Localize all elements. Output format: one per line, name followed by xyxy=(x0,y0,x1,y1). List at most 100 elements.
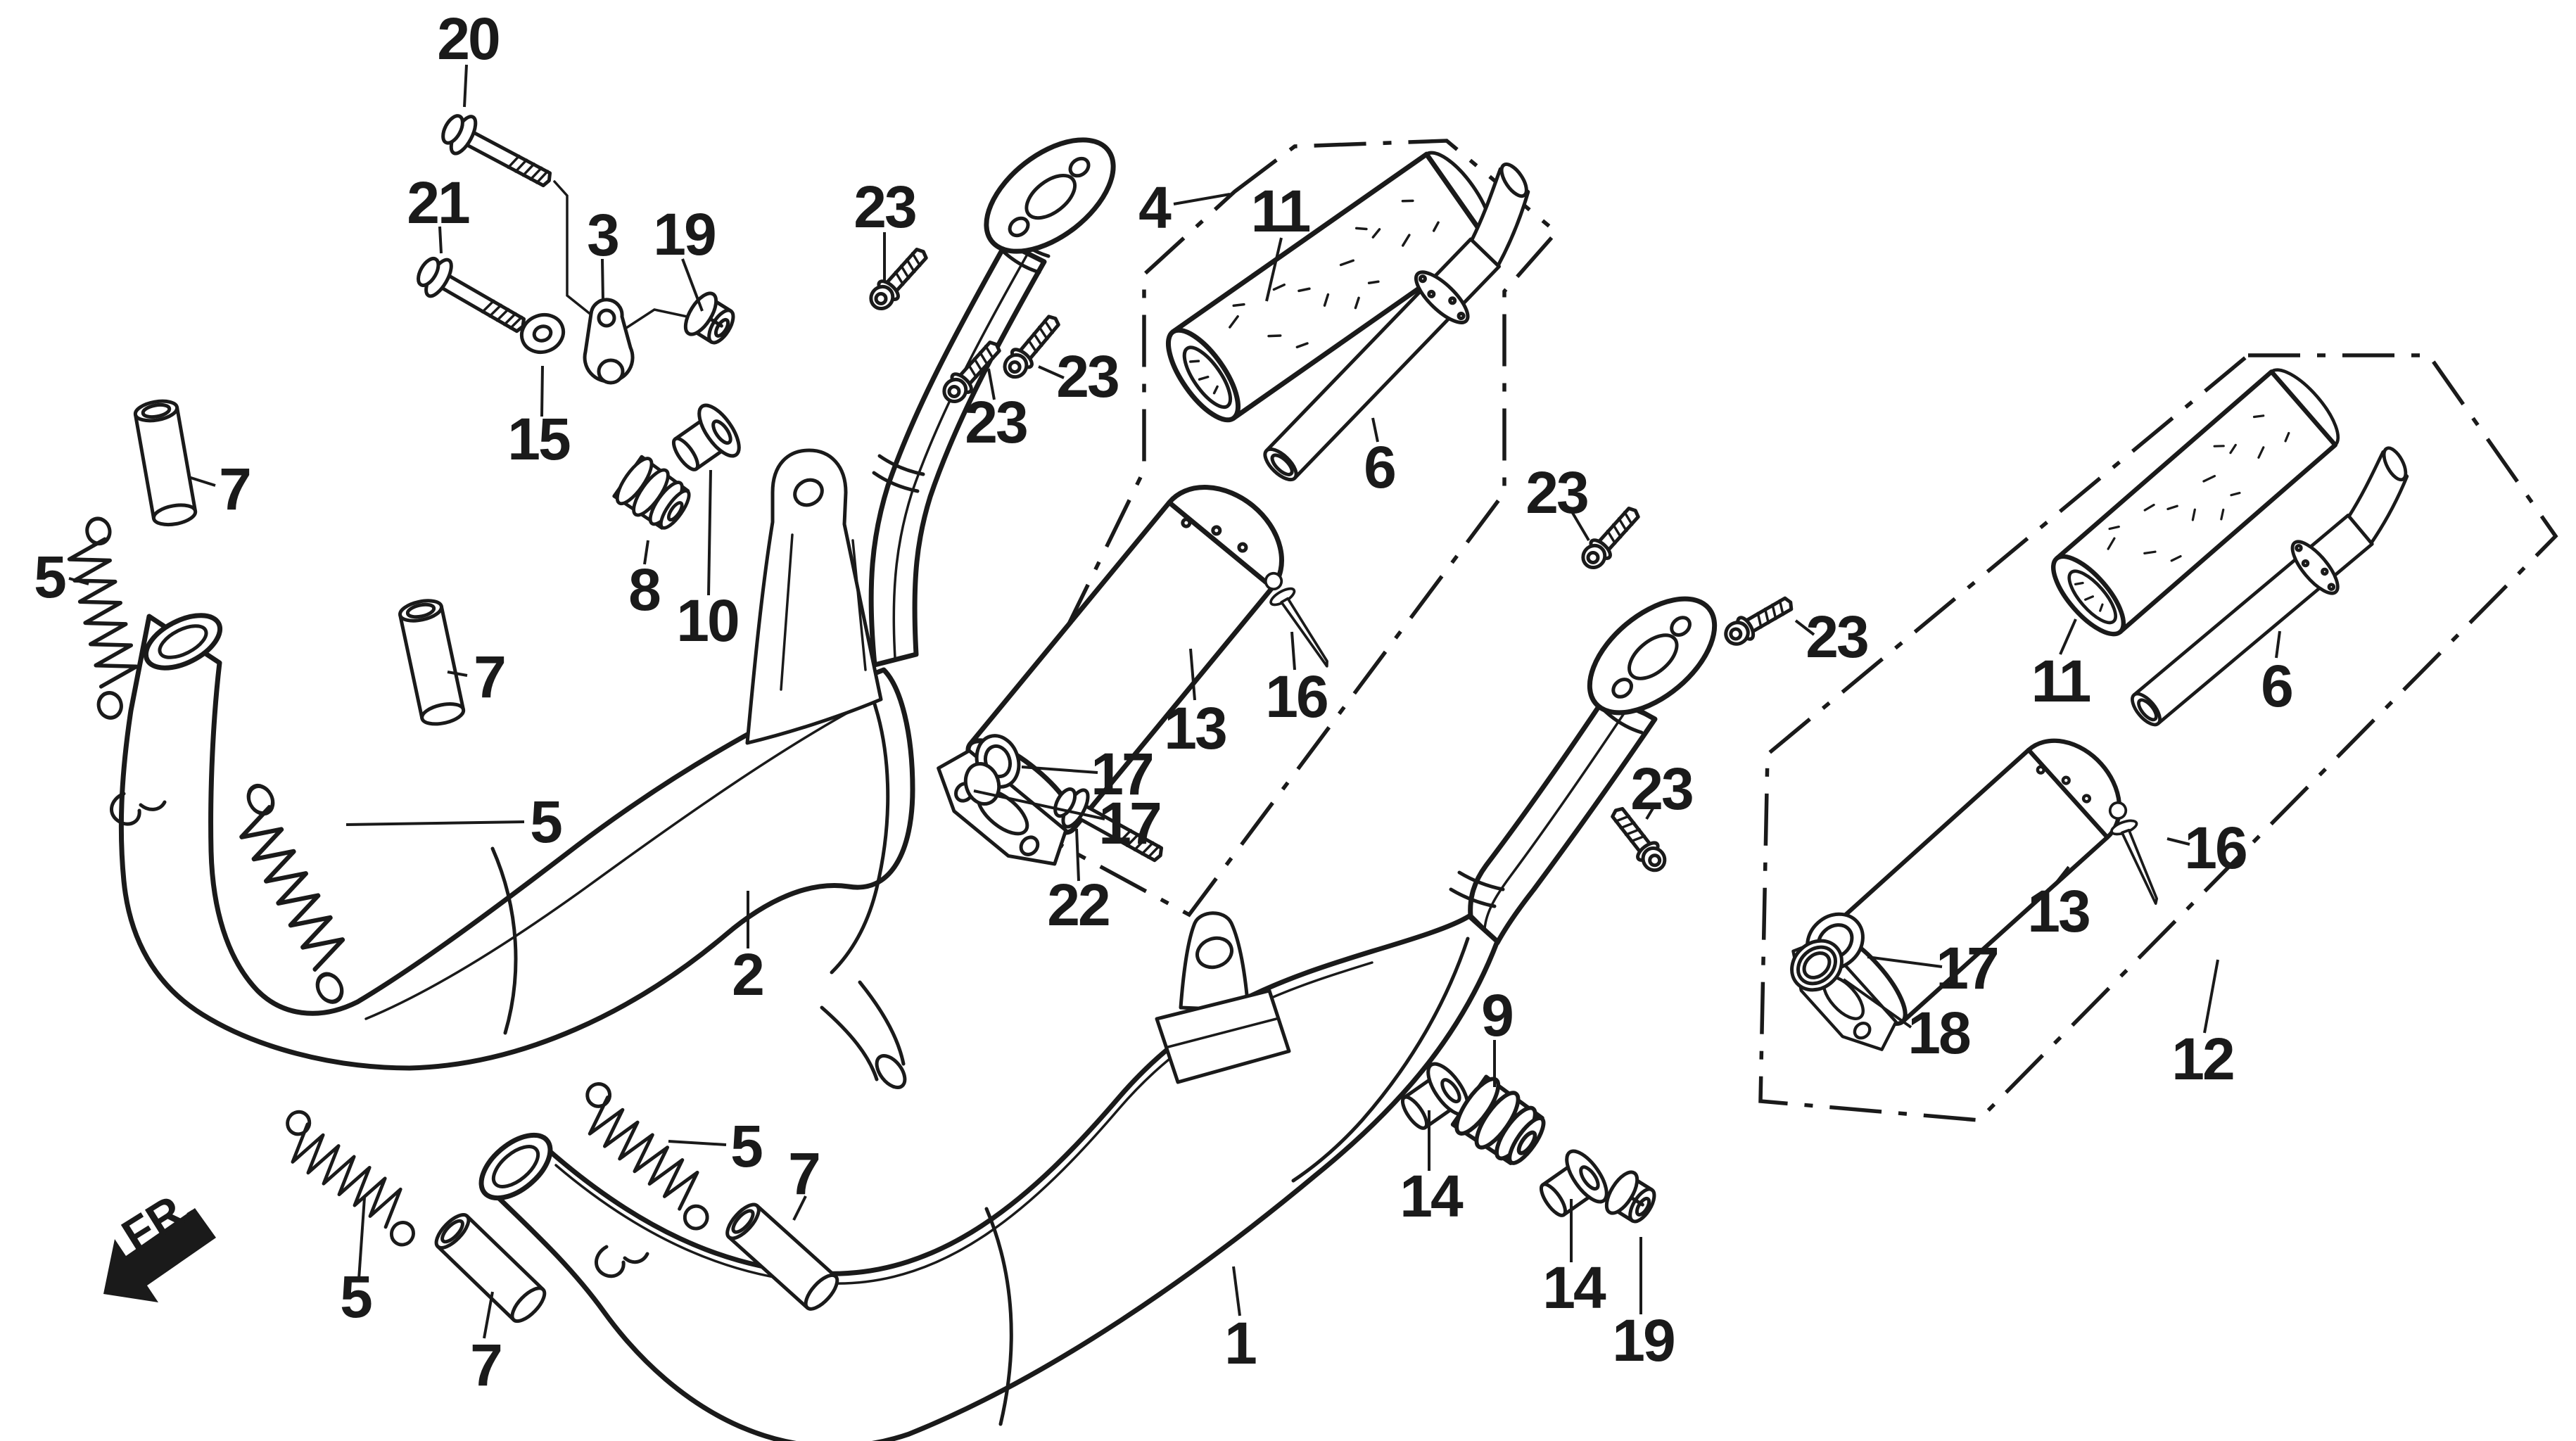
callout-leader-6-16 xyxy=(1371,417,1379,443)
joint-spring xyxy=(265,1107,436,1249)
callout-23-socket-bolt[interactable]: 23 xyxy=(1806,604,1870,670)
callout-15-washer[interactable]: 15 xyxy=(507,406,572,472)
callout-1-rear-muffler[interactable]: 1 xyxy=(1224,1310,1258,1376)
callout-3-joint-plate[interactable]: 3 xyxy=(587,202,620,268)
callout-6-tail-pipe[interactable]: 6 xyxy=(1364,434,1397,500)
callout-leader-23-41 xyxy=(1645,804,1656,820)
socket-bolt-23 xyxy=(1721,592,1796,649)
callout-leader-5-8 xyxy=(68,577,89,585)
front-exhaust-flange xyxy=(967,118,1134,274)
callout-5-joint-spring[interactable]: 5 xyxy=(530,789,564,855)
callout-11-glass-wool[interactable]: 11 xyxy=(1251,178,1312,244)
callout-17-gasket[interactable]: 17 xyxy=(1098,790,1162,856)
callout-leader-5-39 xyxy=(357,1197,366,1280)
mount-collar-10 xyxy=(663,399,747,482)
callout-14-mount-collar[interactable]: 14 xyxy=(1542,1255,1609,1321)
callout-5-joint-spring[interactable]: 5 xyxy=(340,1264,374,1330)
callout-7-joint-collar[interactable]: 7 xyxy=(470,1332,503,1398)
callout-4-silencer-group-front[interactable]: 4 xyxy=(1138,174,1174,241)
joint-plate-3 xyxy=(583,298,635,385)
callout-leader-17-34 xyxy=(1867,956,1943,968)
callout-13-silencer-sleeve[interactable]: 13 xyxy=(1164,695,1228,761)
assembly-line xyxy=(553,180,597,319)
callout-leader-3-2 xyxy=(601,258,604,302)
callout-leader-7-40 xyxy=(483,1291,494,1339)
rear-bracket-saddle xyxy=(1155,989,1291,1084)
callout-2-front-muffler[interactable]: 2 xyxy=(732,941,765,1008)
callout-9-rubber-mount[interactable]: 9 xyxy=(1481,982,1514,1048)
callout-leader-23-14 xyxy=(1038,365,1065,379)
rubber-mount-9 xyxy=(1449,1073,1552,1172)
callout-23-socket-bolt[interactable]: 23 xyxy=(1630,756,1694,822)
callout-10-mount-collar[interactable]: 10 xyxy=(676,588,740,654)
rear-muffler-assembly xyxy=(478,577,1735,1441)
rubber-mount-8 xyxy=(611,454,697,535)
front-header-pipe xyxy=(868,240,1047,668)
callout-leader-13-18 xyxy=(1189,648,1196,701)
callout-leader-15-4 xyxy=(540,365,544,417)
callout-leader-10-6 xyxy=(707,469,712,596)
callout-17-gasket[interactable]: 17 xyxy=(1936,935,2000,1001)
callout-leader-16-32 xyxy=(2166,837,2190,846)
callout-leader-17-20 xyxy=(1021,766,1098,774)
front-hanger-bracket xyxy=(745,448,883,745)
mount-bolt-21 xyxy=(412,250,533,344)
callout-7-joint-collar[interactable]: 7 xyxy=(474,644,507,710)
spring-hook-icon xyxy=(595,1245,649,1278)
callout-18-gasket[interactable]: 18 xyxy=(1908,1000,1972,1066)
callout-leader-17-21 xyxy=(973,789,1105,820)
callout-21-mount-bolt[interactable]: 21 xyxy=(407,170,471,236)
callout-leader-8-5 xyxy=(643,540,649,565)
fr-direction-indicator: FR. xyxy=(103,1178,216,1302)
callout-23-socket-bolt[interactable]: 23 xyxy=(854,174,918,240)
front-muffler-body xyxy=(118,614,915,1071)
callout-leader-7-9 xyxy=(447,671,468,677)
callout-6-tail-pipe[interactable]: 6 xyxy=(2261,653,2294,719)
callout-12-silencer-group-rear[interactable]: 12 xyxy=(2171,1026,2235,1092)
callout-leader-23-15 xyxy=(987,368,996,400)
callout-7-joint-collar[interactable]: 7 xyxy=(219,456,252,522)
callout-17-gasket[interactable]: 17 xyxy=(1091,741,1155,807)
callout-8-rubber-mount[interactable]: 8 xyxy=(628,557,662,623)
callout-leader-11-13 xyxy=(1265,237,1283,302)
callout-13-silencer-sleeve[interactable]: 13 xyxy=(2027,878,2091,944)
callout-16-tapping-screw[interactable]: 16 xyxy=(1265,664,1329,730)
tapping-screw xyxy=(1257,566,1337,676)
assembly-line xyxy=(621,308,695,332)
callout-19-flange-nut[interactable]: 19 xyxy=(1612,1307,1676,1373)
callout-22-bracket-bolt[interactable]: 22 xyxy=(1047,872,1111,938)
callout-leader-20-0 xyxy=(463,64,468,108)
callout-leader-1-28 xyxy=(1232,1266,1241,1316)
callout-23-socket-bolt[interactable]: 23 xyxy=(1056,343,1120,410)
callout-5-joint-spring[interactable]: 5 xyxy=(730,1113,764,1179)
callout-leader-22-22 xyxy=(1075,828,1080,882)
callout-5-joint-spring[interactable]: 5 xyxy=(34,544,68,610)
callout-leader-19-3 xyxy=(681,258,704,312)
callout-leader-7-7 xyxy=(188,476,216,487)
socket-bolt-23 xyxy=(865,243,932,314)
callout-7-joint-collar[interactable]: 7 xyxy=(788,1141,821,1207)
callout-leader-4-12 xyxy=(1173,193,1231,205)
callout-leader-13-33 xyxy=(2055,865,2070,884)
callout-leader-18-35 xyxy=(1842,978,1912,1029)
callout-23-socket-bolt[interactable]: 23 xyxy=(965,389,1029,455)
callout-leader-5-37 xyxy=(668,1140,727,1146)
callout-leader-23-17 xyxy=(1569,508,1590,542)
callout-leader-5-10 xyxy=(345,820,525,826)
rear-silencer-kit xyxy=(1778,360,2442,1063)
callout-14-mount-collar[interactable]: 14 xyxy=(1400,1163,1466,1229)
flange-nut-19 xyxy=(1601,1167,1662,1229)
callout-11-glass-wool[interactable]: 11 xyxy=(2031,648,2093,714)
callout-23-socket-bolt[interactable]: 23 xyxy=(1525,459,1590,526)
callout-19-flange-nut[interactable]: 19 xyxy=(653,201,717,267)
callout-20-mount-bolt[interactable]: 20 xyxy=(437,6,501,72)
flange-nut-19 xyxy=(680,288,741,350)
front-stinger xyxy=(820,980,906,1081)
washer-15 xyxy=(519,313,566,354)
front-muffler-assembly xyxy=(110,118,1134,1089)
callout-16-tapping-screw[interactable]: 16 xyxy=(2184,815,2248,881)
callout-leader-16-19 xyxy=(1290,631,1296,671)
